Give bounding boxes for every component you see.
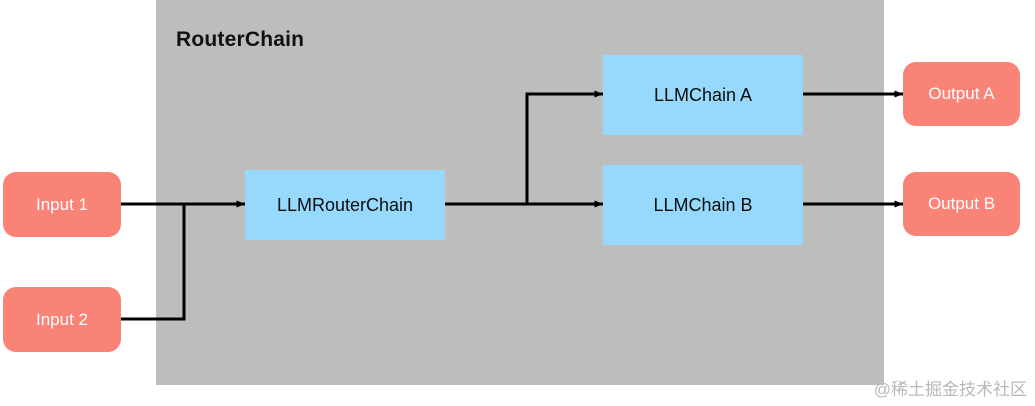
node-output-a[interactable]: Output A (903, 62, 1020, 126)
node-llm-router-chain-label: LLMRouterChain (276, 194, 414, 215)
node-output-b-label: Output B (927, 194, 996, 213)
node-llm-chain-a-label: LLMChain A (653, 84, 753, 105)
watermark: @稀土掘金技术社区 (873, 380, 1027, 399)
node-input-1[interactable]: Input 1 (3, 172, 121, 237)
node-input-1-label: Input 1 (36, 194, 88, 214)
node-output-a-label: Output A (928, 84, 995, 103)
node-llm-chain-a[interactable]: LLMChain A (603, 55, 803, 135)
node-llm-chain-b-label: LLMChain B (653, 194, 753, 215)
node-llm-chain-b[interactable]: LLMChain B (603, 165, 803, 245)
node-output-b[interactable]: Output B (903, 172, 1020, 236)
node-input-2-label: Input 2 (36, 309, 88, 329)
routerchain-container-label: RouterChain (176, 28, 305, 51)
node-llm-router-chain[interactable]: LLMRouterChain (245, 170, 445, 240)
node-input-2[interactable]: Input 2 (3, 287, 121, 352)
